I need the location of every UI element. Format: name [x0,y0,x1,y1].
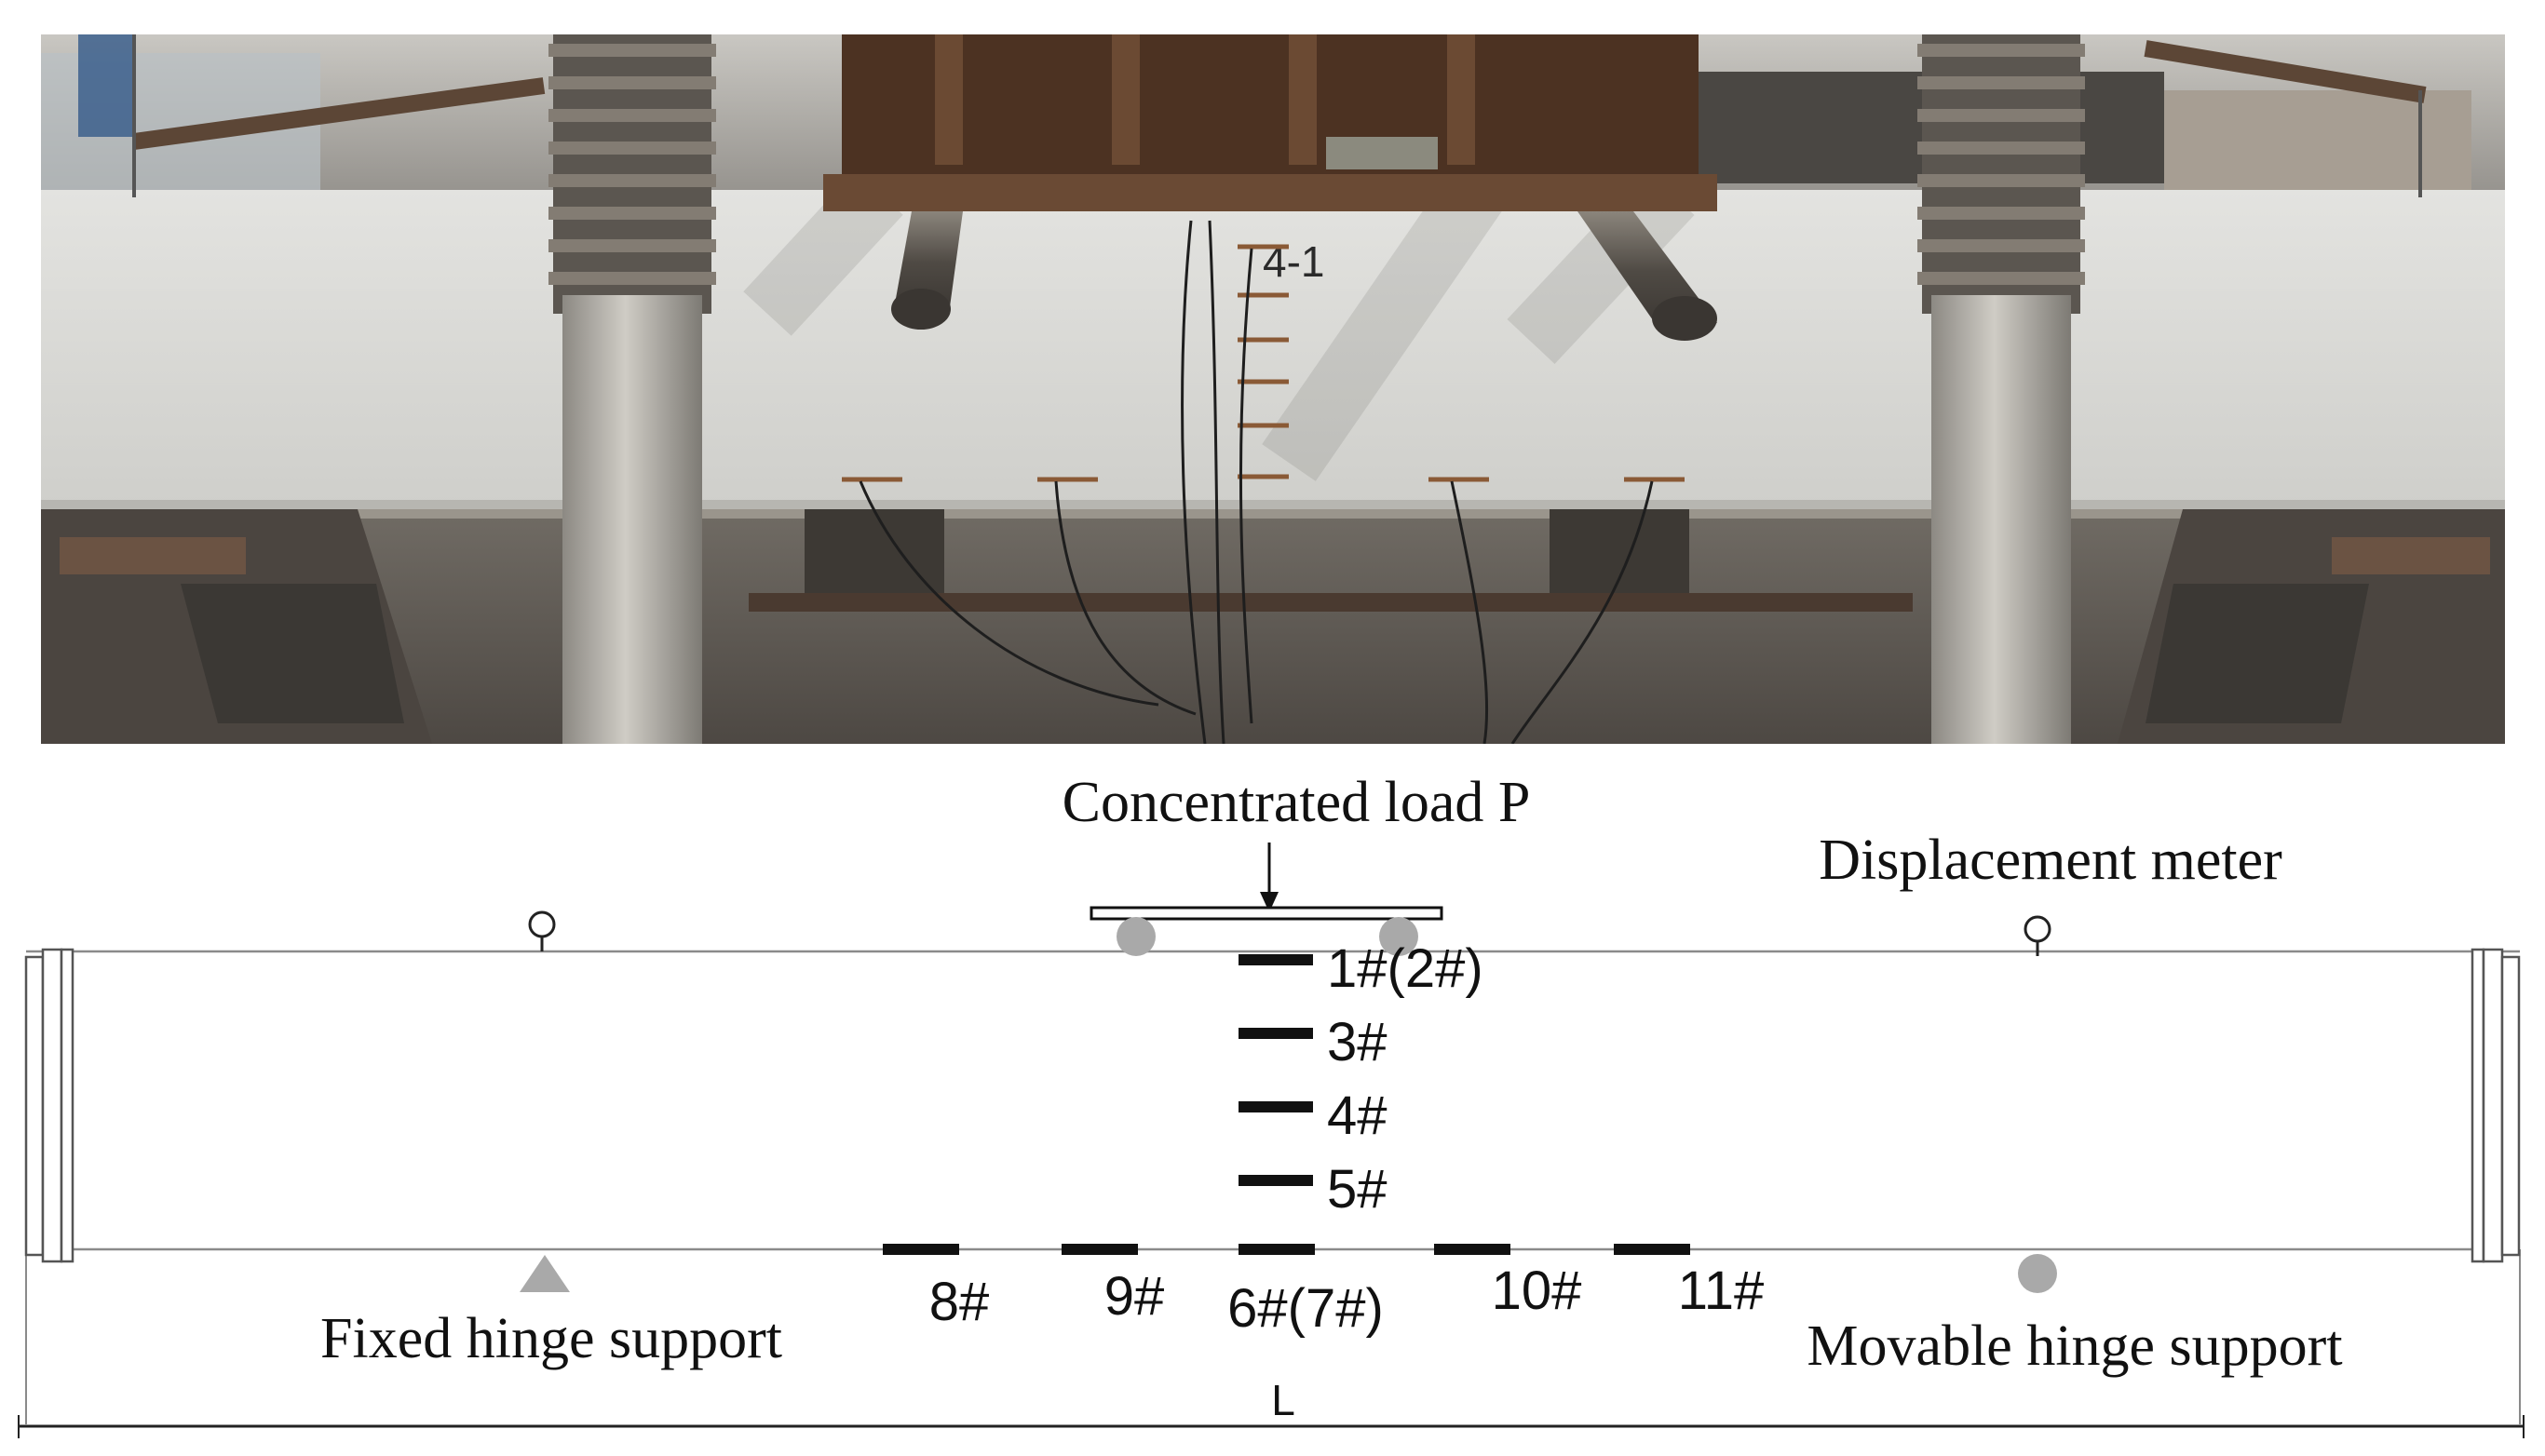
spreader-beam [1090,906,1443,921]
gauge-label-10: 10# [1492,1261,1582,1321]
span-label: L [1271,1376,1295,1424]
vertical-gauge-marks [1239,954,1313,1186]
gauge-mark-6 [1239,1244,1315,1255]
load-point-right [1379,917,1418,956]
fixed-support-label: Fixed hinge support [320,1307,782,1370]
load-label: Concentrated load P [1063,771,1531,834]
photo-illustration: 4-1 [41,34,2505,744]
right-end-plate [2471,948,2521,1263]
loading-frame [823,34,1717,211]
left-support-frame [41,509,432,744]
gauge-label-3: 3# [1327,1012,1388,1072]
meter-label: Displacement meter [1819,829,2282,892]
right-support-frame [2118,509,2505,744]
gauge-label-1: 1#(2#) [1327,938,1483,999]
gauge-label-9: 9# [1104,1266,1165,1327]
load-point-left [1117,917,1156,956]
right-jack [1917,34,2085,744]
gauge-mark-8 [883,1244,959,1255]
loading-rollers [891,211,1717,341]
gauge-label-5: 5# [1327,1159,1388,1220]
gauge-mark-1 [1239,954,1313,965]
gauge-label-6: 6#(7#) [1227,1278,1384,1339]
gauge-label-4: 4# [1327,1085,1388,1146]
fixed-hinge-support-symbol [520,1255,570,1292]
movable-support-label: Movable hinge support [1807,1314,2342,1378]
movable-hinge-support-symbol [2018,1254,2057,1293]
concrete-beam [41,190,2505,505]
gauge-mark-10 [1434,1244,1510,1255]
displacement-meter-left [528,910,556,951]
test-setup-photo: 4-1 [41,34,2505,744]
left-jack [548,34,716,744]
lab-floor [41,519,2505,744]
load-arrow-head [1260,892,1279,912]
schematic-diagram: L Concentrated load P Displacement meter… [18,771,2525,1438]
gauge-mark-5 [1239,1175,1313,1186]
gauge-mark-11 [1614,1244,1690,1255]
lead-wires [859,220,1654,744]
gauge-mark-9 [1062,1244,1138,1255]
left-end-plate [24,948,74,1263]
gauge-label-11: 11# [1678,1261,1764,1321]
gauge-mark-3 [1239,1028,1313,1039]
gauge-label-8: 8# [929,1272,990,1332]
bottom-gauge-marks [883,1244,1690,1255]
gauge-mark-4 [1239,1101,1313,1112]
displacement-meter-right [2024,915,2051,956]
